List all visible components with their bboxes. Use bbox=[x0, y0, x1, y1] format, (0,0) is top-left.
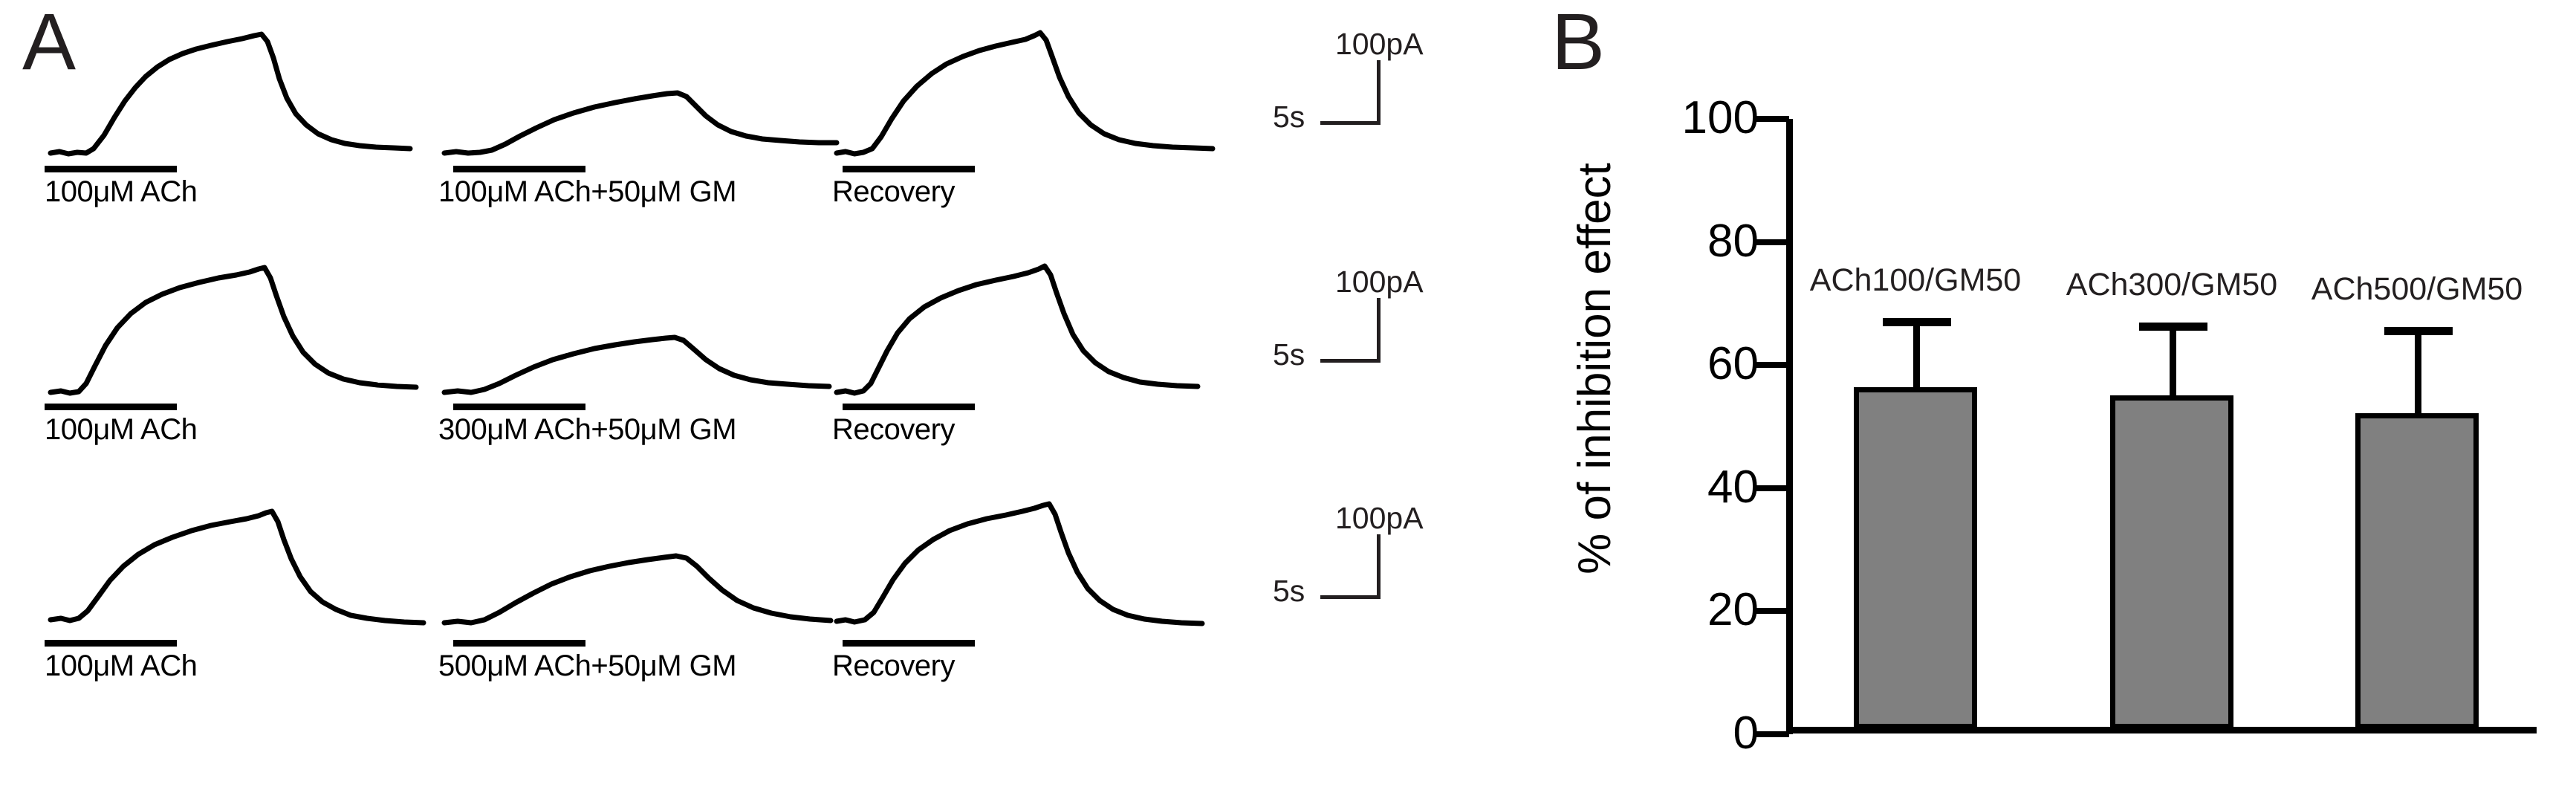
scale-bar-current-label: 100pA bbox=[1335, 501, 1424, 535]
trace-condition-label: Recovery bbox=[832, 413, 955, 446]
panel-a: A 100μM ACh 100μM ACh+50μM GM bbox=[0, 0, 1516, 727]
scale-bar-vertical-line bbox=[1377, 298, 1381, 362]
bar-rect[interactable] bbox=[2110, 395, 2233, 729]
y-axis-tick bbox=[1756, 608, 1789, 615]
current-trace-line bbox=[441, 90, 840, 156]
trace-row: 100μM ACh 300μM ACh+50μM GM Recovery bbox=[0, 245, 1516, 490]
trace-cell: Recovery bbox=[832, 7, 1248, 253]
drug-application-bar bbox=[453, 640, 585, 647]
drug-application-bar bbox=[453, 404, 585, 410]
trace-condition-label: Recovery bbox=[832, 650, 955, 682]
drug-application-bar bbox=[45, 404, 177, 410]
current-trace-plot bbox=[48, 508, 426, 626]
scale-bar: 100pA 5s bbox=[1273, 29, 1460, 152]
current-trace-line bbox=[834, 501, 1205, 626]
bar-category-label: ACh500/GM50 bbox=[2311, 271, 2523, 308]
current-trace-plot bbox=[834, 501, 1205, 626]
current-trace-plot bbox=[441, 334, 832, 395]
trace-cell: 100μM ACh bbox=[45, 482, 461, 727]
current-trace-plot bbox=[834, 263, 1201, 396]
trace-row: 100μM ACh 500μM ACh+50μM GM Recovery bbox=[0, 482, 1516, 727]
scale-bar-vertical-line bbox=[1377, 534, 1381, 598]
bar-category-label: ACh300/GM50 bbox=[2066, 267, 2278, 303]
error-bar-cap bbox=[2139, 323, 2207, 331]
trace-cell: 100μM ACh bbox=[45, 7, 461, 253]
y-axis-tick bbox=[1756, 731, 1789, 737]
panel-b-label: B bbox=[1551, 0, 1606, 86]
trace-condition-label: 100μM ACh+50μM GM bbox=[438, 175, 737, 208]
scale-bar-current-label: 100pA bbox=[1335, 27, 1424, 61]
panel-a-label: A bbox=[22, 0, 77, 86]
y-axis-title: % of inhibition effect bbox=[1569, 163, 1620, 574]
x-axis-line bbox=[1786, 727, 2537, 733]
trace-cell: 100μM ACh bbox=[45, 245, 461, 490]
trace-cell: 300μM ACh+50μM GM bbox=[438, 245, 854, 490]
current-trace-line bbox=[834, 30, 1216, 157]
trace-cell: 500μM ACh+50μM GM bbox=[438, 482, 854, 727]
current-trace-line bbox=[48, 508, 426, 626]
bar-rect[interactable] bbox=[2355, 413, 2479, 729]
trace-condition-label: 100μM ACh bbox=[45, 175, 198, 208]
current-trace-line bbox=[48, 31, 413, 157]
drug-application-bar bbox=[843, 404, 975, 410]
panel-b: B % of inhibition effect 0 20 40 60 80 100 AC… bbox=[1516, 0, 2576, 787]
scale-bar-time-label: 5s bbox=[1273, 100, 1305, 134]
scale-bar-horizontal-line bbox=[1320, 359, 1381, 363]
scale-bar-time-label: 5s bbox=[1273, 337, 1305, 372]
current-trace-line bbox=[48, 265, 419, 396]
error-bar-line bbox=[1913, 326, 1920, 388]
y-axis-tick-label: 20 bbox=[1707, 584, 1759, 636]
current-trace-plot bbox=[441, 553, 834, 626]
trace-condition-label: 500μM ACh+50μM GM bbox=[438, 650, 737, 682]
y-axis-tick bbox=[1756, 239, 1789, 245]
drug-application-bar bbox=[45, 166, 177, 172]
bar-chart-plot-area: ACh100/GM50 ACh300/GM50 ACh500/GM50 bbox=[1756, 111, 2549, 737]
bar-category-label: ACh100/GM50 bbox=[1809, 262, 2022, 298]
drug-application-bar bbox=[843, 640, 975, 647]
trace-condition-label: 100μM ACh bbox=[45, 650, 198, 682]
trace-condition-label: Recovery bbox=[832, 175, 955, 208]
current-trace-plot bbox=[48, 265, 419, 396]
scale-bar: 100pA 5s bbox=[1273, 503, 1460, 626]
trace-cell: 100μM ACh+50μM GM bbox=[438, 7, 854, 253]
y-axis-tick-label: 100 bbox=[1681, 92, 1759, 143]
trace-condition-label: 100μM ACh bbox=[45, 413, 198, 446]
current-trace-plot bbox=[441, 90, 840, 156]
current-trace-line bbox=[441, 334, 832, 395]
drug-application-bar bbox=[843, 166, 975, 172]
y-axis-tick bbox=[1756, 116, 1789, 122]
current-trace-plot bbox=[834, 30, 1216, 157]
scale-bar: 100pA 5s bbox=[1273, 267, 1460, 390]
scale-bar-vertical-line bbox=[1377, 60, 1381, 124]
error-bar-line bbox=[2170, 331, 2176, 396]
scale-bar-horizontal-line bbox=[1320, 121, 1381, 125]
current-trace-line bbox=[834, 263, 1201, 396]
error-bar-line bbox=[2415, 335, 2421, 414]
current-trace-line bbox=[441, 553, 834, 626]
y-axis-tick-label: 40 bbox=[1707, 461, 1759, 513]
error-bar-cap bbox=[2384, 327, 2453, 336]
trace-cell: Recovery bbox=[832, 245, 1248, 490]
trace-cell: Recovery bbox=[832, 482, 1248, 727]
y-axis-tick-label: 0 bbox=[1733, 707, 1759, 759]
trace-row: 100μM ACh 100μM ACh+50μM GM Recovery bbox=[0, 7, 1516, 253]
scale-bar-time-label: 5s bbox=[1273, 574, 1305, 608]
drug-application-bar bbox=[453, 166, 585, 172]
error-bar-cap bbox=[1883, 317, 1951, 326]
y-axis-tick bbox=[1756, 485, 1789, 491]
drug-application-bar bbox=[45, 640, 177, 647]
y-axis-line bbox=[1786, 119, 1793, 734]
y-axis-tick-label: 60 bbox=[1707, 338, 1759, 390]
bar-rect[interactable] bbox=[1854, 387, 1977, 729]
y-axis-tick bbox=[1756, 362, 1789, 369]
scale-bar-horizontal-line bbox=[1320, 595, 1381, 599]
y-axis-tick-label: 80 bbox=[1707, 215, 1759, 267]
trace-condition-label: 300μM ACh+50μM GM bbox=[438, 413, 737, 446]
current-trace-plot bbox=[48, 31, 413, 157]
scale-bar-current-label: 100pA bbox=[1335, 265, 1424, 299]
